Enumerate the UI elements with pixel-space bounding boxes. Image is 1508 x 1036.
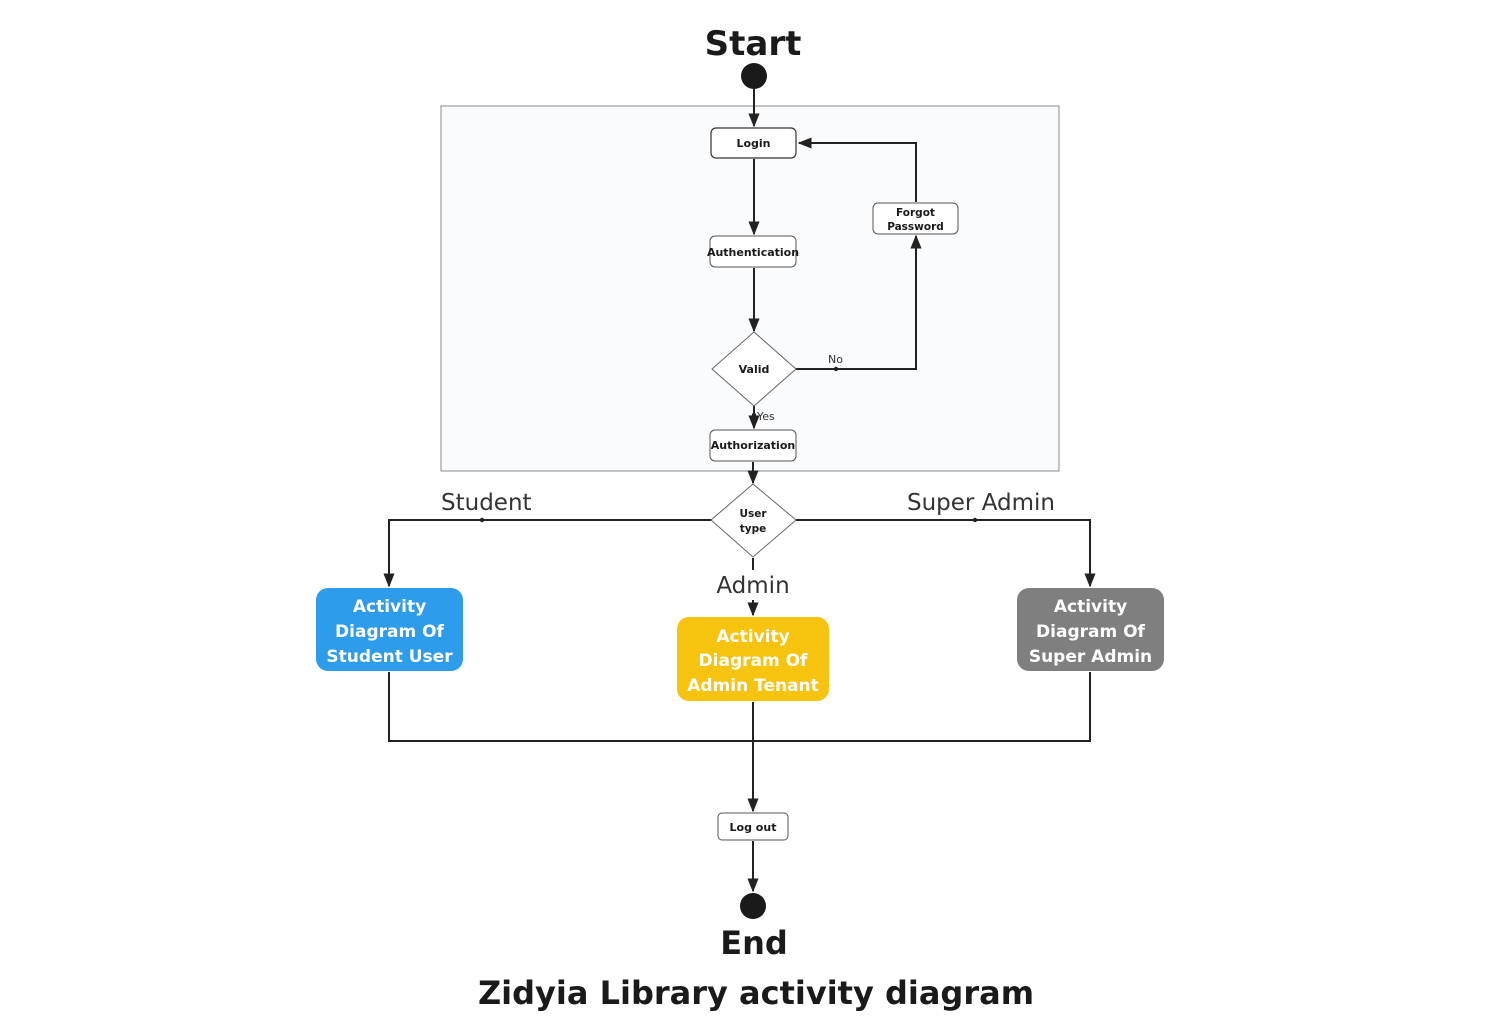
admin-activity-line2: Diagram Of xyxy=(699,651,809,671)
student-activity-node: Activity Diagram Of Student User xyxy=(316,588,463,671)
login-label: Login xyxy=(736,137,770,150)
valid-decision-node: Valid xyxy=(711,331,797,407)
edge-usertype-student xyxy=(383,519,712,588)
student-activity-line2: Diagram Of xyxy=(335,622,445,642)
logout-node: Log out xyxy=(717,812,789,841)
edge-dot-student xyxy=(479,517,485,523)
auth-group-frame xyxy=(440,105,1060,472)
authorization-node: Authorization xyxy=(709,429,797,462)
edge-forgot-login xyxy=(797,137,917,202)
user-type-label-line1: User xyxy=(739,508,767,520)
edges xyxy=(383,89,1096,893)
authentication-label: Authentication xyxy=(707,246,799,259)
student-activity-line3: Student User xyxy=(326,647,453,667)
student-activity-line1: Activity xyxy=(353,597,426,617)
super-admin-edge-label: Super Admin xyxy=(907,490,1055,516)
super-admin-activity-line3: Super Admin xyxy=(1029,647,1152,667)
logout-label: Log out xyxy=(730,821,777,834)
edge-usertype-superadmin xyxy=(796,519,1096,588)
super-admin-activity-line1: Activity xyxy=(1054,597,1127,617)
authentication-node: Authentication xyxy=(707,235,799,268)
user-type-decision-node: User type xyxy=(710,483,797,558)
admin-activity-line1: Activity xyxy=(716,627,789,647)
start-label: Start xyxy=(705,24,802,64)
edge-dot-superadmin xyxy=(972,517,978,523)
forgot-password-node: Forgot Password xyxy=(872,202,959,235)
student-edge-label: Student xyxy=(441,490,532,516)
diagram-title: Zidyia Library activity diagram xyxy=(478,974,1034,1012)
super-admin-activity-line2: Diagram Of xyxy=(1036,622,1146,642)
yes-edge-label: Yes xyxy=(756,410,775,423)
end-label: End xyxy=(720,924,788,962)
edge-dot-yes xyxy=(751,412,757,418)
edge-dot-no xyxy=(833,366,839,372)
admin-activity-node: Activity Diagram Of Admin Tenant xyxy=(677,617,829,701)
valid-label: Valid xyxy=(739,363,770,376)
login-node: Login xyxy=(710,127,797,159)
admin-edge-label: Admin xyxy=(716,573,789,599)
admin-activity-line3: Admin Tenant xyxy=(687,676,819,696)
super-admin-activity-node: Activity Diagram Of Super Admin xyxy=(1017,588,1164,671)
no-edge-label: No xyxy=(828,353,843,366)
start-node xyxy=(741,63,767,89)
edge-student-merge xyxy=(388,672,1091,742)
forgot-password-label-line2: Password xyxy=(887,221,944,233)
authorization-label: Authorization xyxy=(711,439,795,452)
end-node xyxy=(740,893,766,919)
user-type-label-line2: type xyxy=(740,523,767,535)
forgot-password-label-line1: Forgot xyxy=(896,207,935,219)
